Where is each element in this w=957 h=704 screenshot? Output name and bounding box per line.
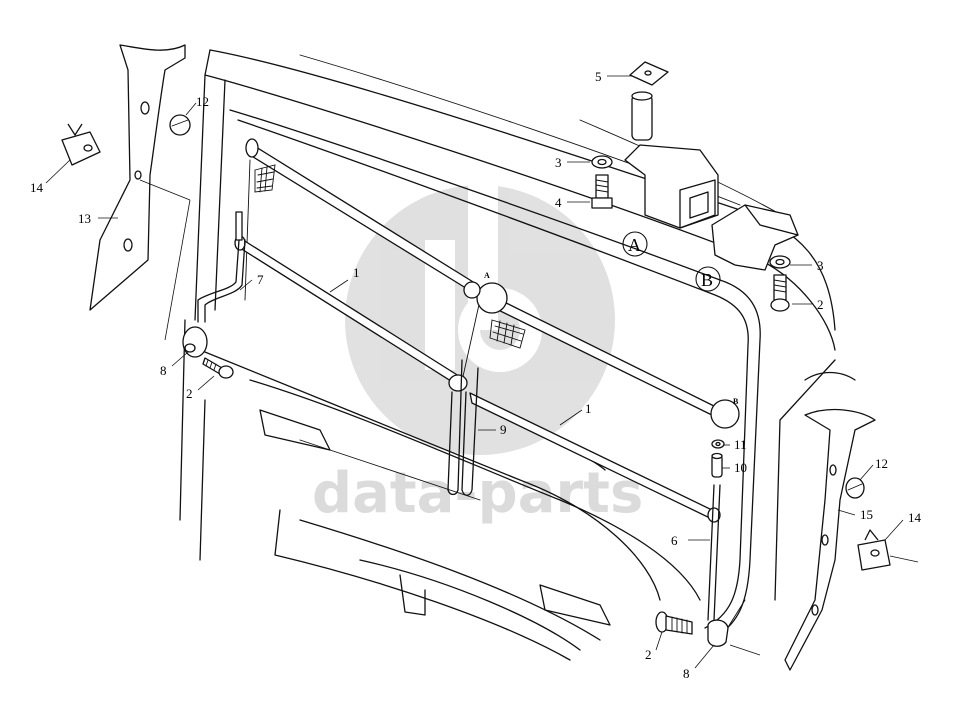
leader-lines bbox=[45, 75, 919, 669]
marker-a: A bbox=[484, 271, 490, 280]
marker-b: B bbox=[733, 397, 739, 406]
callout-8b: 8 bbox=[683, 666, 690, 681]
callout-2c: 2 bbox=[645, 647, 652, 662]
screw-2-bottom bbox=[655, 611, 693, 635]
plug-12-left bbox=[169, 114, 191, 136]
detail-label-b: B bbox=[695, 266, 721, 292]
callout-14b: 14 bbox=[908, 510, 922, 525]
callout-12a: 12 bbox=[196, 94, 209, 109]
callout-7: 7 bbox=[257, 272, 264, 287]
svg-text:B: B bbox=[701, 270, 713, 290]
callout-12b: 12 bbox=[875, 456, 888, 471]
callout-10: 10 bbox=[734, 460, 747, 475]
callout-13: 13 bbox=[78, 211, 91, 226]
callout-14a: 14 bbox=[30, 180, 44, 195]
hook-7 bbox=[197, 211, 246, 323]
watermark-logo bbox=[345, 180, 615, 455]
bracket-8-left bbox=[182, 326, 208, 358]
clip-14-left bbox=[61, 123, 101, 166]
callout-5: 5 bbox=[595, 69, 602, 84]
callout-6: 6 bbox=[671, 533, 678, 548]
detail-label-a: A bbox=[622, 231, 648, 257]
callout-15: 15 bbox=[860, 507, 873, 522]
detail-b-assembly bbox=[711, 204, 799, 312]
bracket-8-right bbox=[707, 619, 729, 647]
callout-4: 4 bbox=[555, 195, 562, 210]
callout-3b: 3 bbox=[817, 258, 824, 273]
pillar-trim-13 bbox=[89, 44, 186, 311]
rod-1-upper bbox=[234, 235, 468, 392]
net-mesh bbox=[244, 159, 526, 391]
callout-8a: 8 bbox=[160, 363, 167, 378]
hook-9 bbox=[447, 359, 479, 496]
callout-1b: 1 bbox=[585, 401, 592, 416]
callout-3a: 3 bbox=[555, 155, 562, 170]
callout-2b: 2 bbox=[186, 386, 193, 401]
svg-text:A: A bbox=[628, 235, 641, 255]
callout-1a: 1 bbox=[353, 265, 360, 280]
callout-11: 11 bbox=[734, 437, 747, 452]
callout-2a: 2 bbox=[817, 297, 824, 312]
rod-1-lower bbox=[469, 392, 721, 523]
watermark-text: data-parts bbox=[312, 461, 643, 526]
detail-a-assembly bbox=[591, 61, 719, 229]
hook-6 bbox=[707, 484, 721, 621]
washer-11 bbox=[711, 439, 725, 449]
mount-b-knob bbox=[710, 399, 740, 429]
screw-2-left bbox=[202, 357, 234, 379]
cab-rear-panel bbox=[179, 49, 856, 661]
pillar-trim-15 bbox=[784, 408, 876, 671]
clip-14-right bbox=[857, 529, 891, 571]
plug-12-right bbox=[845, 477, 865, 499]
spacer-10 bbox=[711, 452, 723, 478]
mount-a-knob bbox=[463, 281, 508, 314]
callout-9: 9 bbox=[500, 422, 507, 437]
